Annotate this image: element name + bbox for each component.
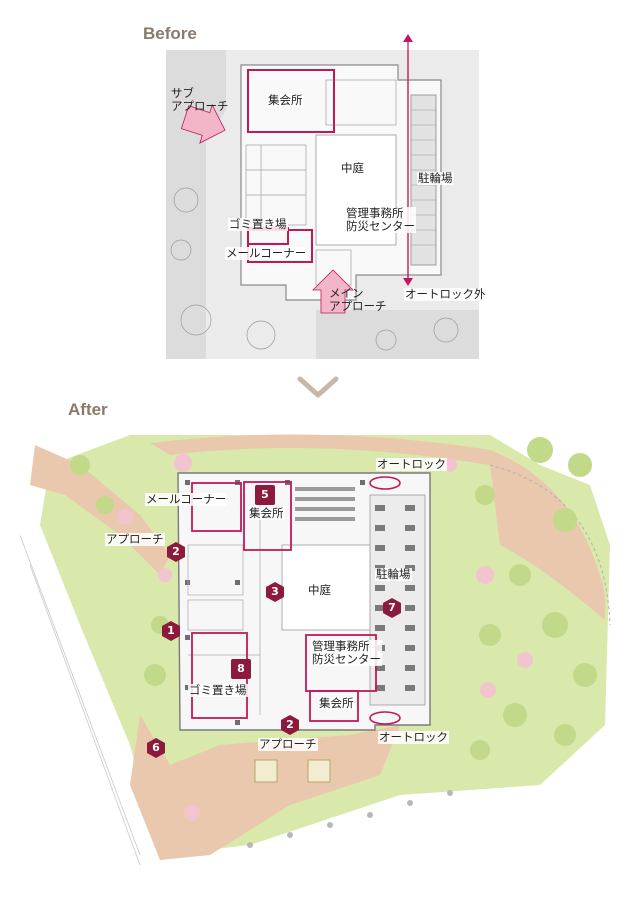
before-label-garbage: ゴミ置き場 [228, 217, 288, 231]
after-label-management: 管理事務所 防災センター [311, 639, 382, 666]
after-label-assembly-hall-bottom: 集会所 [318, 696, 355, 710]
badge-1: 1 [161, 621, 181, 641]
before-label-autolock-outside: オートロック外 [404, 287, 487, 301]
before-label-bicycle-parking: 駐輪場 [417, 171, 454, 185]
after-label-assembly-hall-top: 集会所 [248, 506, 285, 520]
before-heading: Before [143, 24, 197, 43]
after-heading: After [68, 400, 108, 419]
before-label-sub-approach: サブ アプローチ [171, 86, 229, 113]
before-floor-plan [166, 38, 479, 359]
badge-8: 8 [231, 659, 251, 679]
before-label-courtyard: 中庭 [340, 161, 365, 175]
autolock-range-arrow [403, 34, 413, 286]
before-label-main-approach: メイン アプローチ [329, 286, 387, 313]
before-label-mail-corner: メールコーナー [225, 246, 308, 260]
badge-7: 7 [382, 598, 402, 618]
after-label-bicycle-parking: 駐輪場 [375, 567, 412, 581]
after-label-courtyard: 中庭 [307, 583, 332, 597]
badge-2-left: 2 [166, 542, 186, 562]
after-label-garbage: ゴミ置き場 [188, 683, 248, 697]
badge-5: 5 [255, 485, 275, 505]
badge-6: 6 [146, 738, 166, 758]
before-label-assembly-hall: 集会所 [267, 93, 304, 107]
badge-3: 3 [265, 582, 285, 602]
after-label-approach-left: アプローチ [105, 532, 165, 546]
chevron-down-icon [296, 375, 340, 399]
after-label-autolock-top: オートロック [376, 457, 447, 471]
before-label-management: 管理事務所 防災センター [345, 206, 416, 233]
after-label-mail-corner: メールコーナー [145, 492, 228, 506]
before-plan [166, 38, 479, 359]
after-label-autolock-bottom: オートロック [378, 730, 449, 744]
after-label-approach-bottom: アプローチ [258, 737, 318, 751]
badge-2-bottom: 2 [280, 715, 300, 735]
